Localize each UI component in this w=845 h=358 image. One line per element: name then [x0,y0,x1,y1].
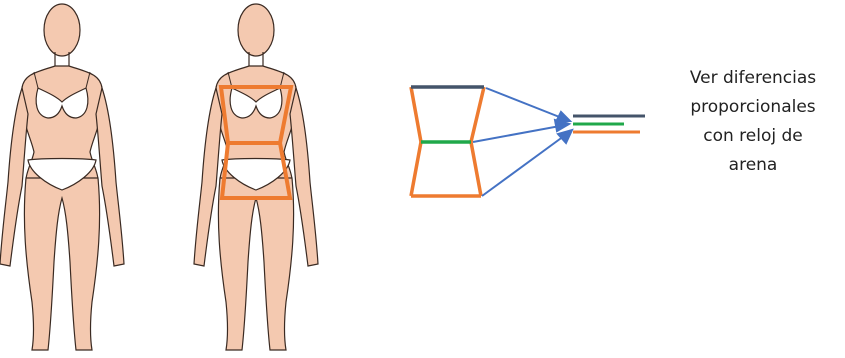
arrow-waist [473,126,560,142]
proportion-comparison-lines [573,116,645,132]
caption-line: con reloj de [668,122,838,151]
caption-text: Ver diferencias proporcionales con reloj… [668,64,838,180]
hourglass-side-left [411,87,421,196]
caption-line: arena [668,151,838,180]
arrow-hip [482,136,564,196]
caption-line: proporcionales [668,93,838,122]
arrow-shoulder [486,88,562,118]
caption-line: Ver diferencias [668,64,838,93]
woman-figure-icon [0,4,124,350]
woman-figure-with-hourglass-frame-icon [194,4,318,350]
comparison-arrows [473,88,572,196]
